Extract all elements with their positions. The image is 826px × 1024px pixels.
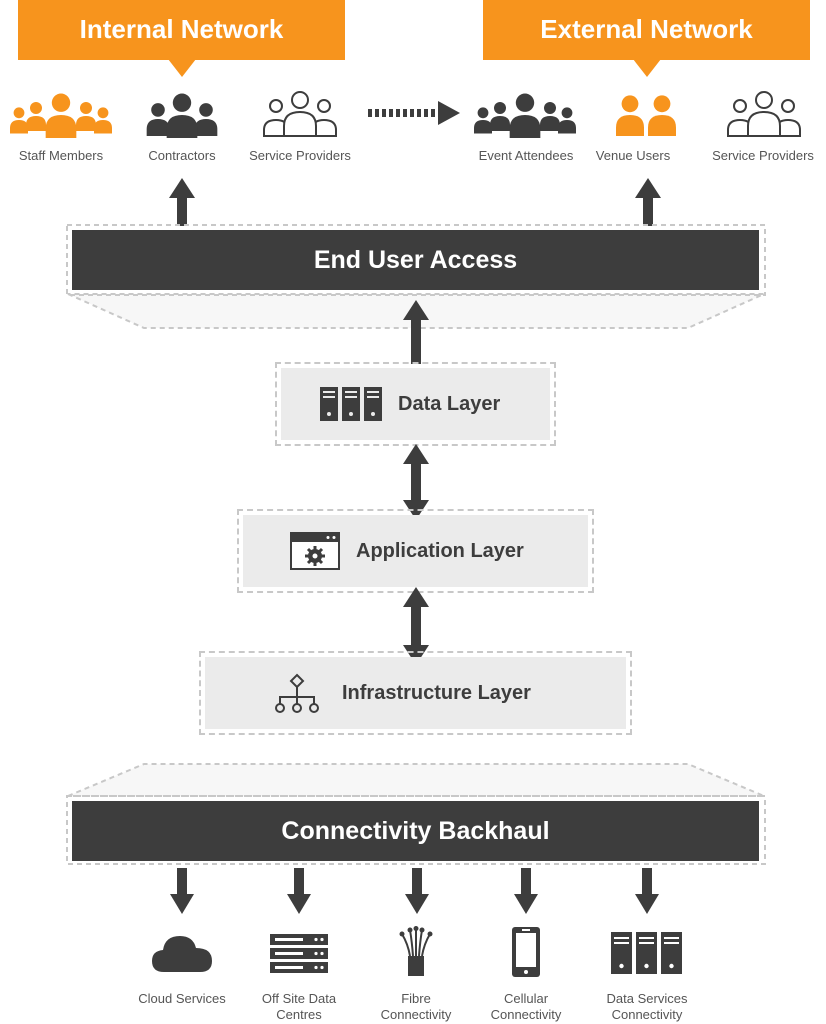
service-providers-outline-icon <box>727 91 801 137</box>
data-layer-label: Data Layer <box>398 393 501 415</box>
arrow-down-data-services <box>635 868 659 914</box>
service-label-line2: Connectivity <box>611 1007 683 1022</box>
service-label-line2: Connectivity <box>490 1007 562 1022</box>
venue-users-icon <box>616 95 676 136</box>
service-label-line2: Connectivity <box>380 1007 452 1022</box>
service-label-line1: Cellular <box>503 991 549 1006</box>
servers-icon <box>320 387 382 421</box>
arrow-up-to-end-user-access <box>403 300 429 364</box>
user-label-event-attendees: Event Attendees <box>478 148 574 163</box>
service-label-data-services: Data Services Connectivity <box>582 991 712 1023</box>
fibre-optic-icon <box>399 926 433 976</box>
connectivity-backhaul-label: Connectivity Backhaul <box>281 817 550 845</box>
arrow-up-to-internal <box>169 178 195 226</box>
app-window-gear-icon <box>290 532 340 570</box>
arrow-up-to-external <box>635 178 661 226</box>
service-label-line2: Centres <box>276 1007 322 1022</box>
arrow-down-offsite <box>287 868 311 914</box>
end-user-access-label: End User Access <box>313 246 518 274</box>
data-servers-icon <box>611 932 682 974</box>
internal-banner-pointer <box>168 59 196 77</box>
internal-network-title: Internal Network <box>79 14 284 44</box>
connectivity-backhaul-bar: Connectivity Backhaul <box>72 801 759 861</box>
application-layer-label: Application Layer <box>356 540 524 562</box>
arrow-down-cloud <box>170 868 194 914</box>
service-label-line1: Cloud Services <box>138 991 226 1006</box>
internal-network-banner: Internal Network <box>18 0 345 60</box>
internal-to-external-arrow <box>368 101 460 125</box>
arrow-down-fibre <box>405 868 429 914</box>
arrow-down-cellular <box>514 868 538 914</box>
staff-group-icon <box>10 93 112 138</box>
service-label-line1: Off Site Data <box>261 991 337 1006</box>
infrastructure-layer-frame <box>199 651 632 735</box>
service-label-cellular: Cellular Connectivity <box>461 991 591 1023</box>
external-network-title: External Network <box>540 14 753 44</box>
network-hierarchy-icon <box>275 673 319 713</box>
user-label-staff-members: Staff Members <box>18 148 104 163</box>
end-user-access-bar: End User Access <box>72 230 759 290</box>
user-label-contractors: Contractors <box>148 148 216 163</box>
external-banner-pointer <box>633 59 661 77</box>
infrastructure-layer-label: Infrastructure Layer <box>342 682 531 704</box>
service-label-fibre: Fibre Connectivity <box>351 991 481 1023</box>
infrastructure-layer-panel <box>205 657 626 729</box>
service-label-offsite: Off Site Data Centres <box>234 991 364 1023</box>
mobile-phone-icon <box>512 927 540 977</box>
user-label-service-providers-internal: Service Providers <box>249 148 351 163</box>
service-label-cloud: Cloud Services <box>117 991 247 1007</box>
attendees-group-icon <box>474 93 576 138</box>
service-label-line1: Data Services <box>606 991 688 1006</box>
external-network-banner: External Network <box>483 0 810 60</box>
user-label-venue-users: Venue Users <box>595 148 671 163</box>
contractors-group-icon <box>146 93 218 138</box>
user-label-service-providers-external: Service Providers <box>712 148 814 163</box>
service-providers-outline-icon <box>263 91 337 137</box>
service-label-line1: Fibre <box>401 991 431 1006</box>
arrow-application-infrastructure <box>403 587 429 665</box>
rack-server-icon <box>270 934 328 973</box>
cloud-icon <box>152 936 212 972</box>
connectivity-backhaul-frame <box>66 763 766 865</box>
